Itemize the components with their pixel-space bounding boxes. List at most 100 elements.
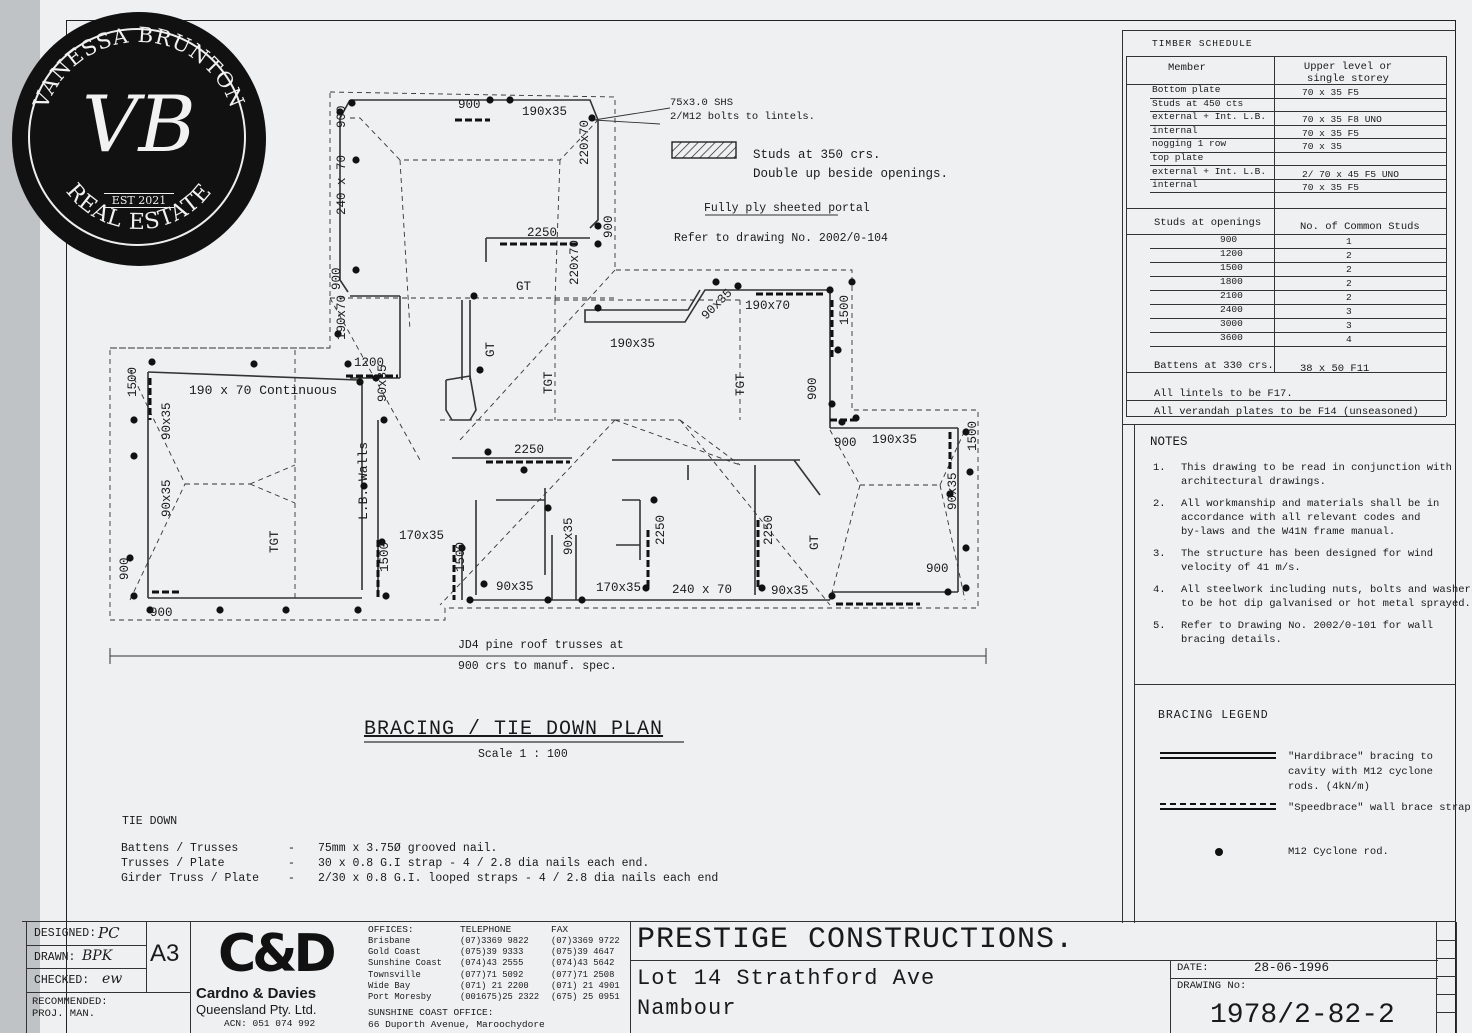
dimension-label: 90x35 [771,584,809,598]
dimension-label: 900 [150,606,173,620]
title-grid-line [26,992,190,993]
note-number: 2. [1153,498,1166,510]
dimension-label: 900 [335,105,349,128]
portal-ref-callout: Refer to drawing No. 2002/0-104 [674,232,888,245]
grid-line [1150,304,1446,305]
shs-callout: 75x3.0 SHS [670,97,734,109]
note-line: velocity of 41 m/s. [1181,562,1301,574]
dimension-label: 90x35 [160,402,174,440]
dimension-label: 2250 [654,515,668,545]
logo-est: EST 2021 [12,193,266,208]
schedule-member: external + Int. L.B. [1152,165,1267,177]
sheet-size: A3 [150,940,180,967]
opening-size: 1200 [1220,248,1243,259]
grid-line [1150,178,1446,180]
office-fax: (074)43 5642 [551,958,615,969]
dimension-label: 1500 [126,367,140,397]
grid-line [1150,97,1446,99]
grid-line [1150,290,1446,291]
roof-outline-dashed [109,91,979,621]
schedule-spec: 70 x 35 F8 UNO [1302,114,1382,126]
battens-label: Battens at 330 crs. [1154,360,1274,372]
title-grid-line [1436,922,1437,1033]
office-city: Sunshine Coast [368,958,442,969]
plan-title: BRACING / TIE DOWN PLAN [364,718,664,741]
grid-line [1150,332,1446,333]
dimension-label: TGT [734,373,748,396]
grid-line [1150,192,1446,193]
office-city: Gold Coast [368,947,421,958]
dimension-label: 190x35 [522,105,567,119]
opening-studs: 4 [1346,334,1352,345]
grid-line [1126,400,1446,401]
note-line: Refer to Drawing No. 2002/0-101 for wall [1181,620,1434,632]
office-tel: (07)3369 9822 [460,936,529,946]
member-col-head: Member [1168,62,1206,74]
grid-line [1126,234,1446,235]
title-grid-line [1170,978,1438,979]
dimension-label: 900 [834,436,857,450]
client-name: PRESTIGE CONSTRUCTIONS. [637,923,1075,957]
date-value: 28-06-1996 [1254,961,1330,975]
dimension-label: 1500 [966,421,980,451]
dimension-label: GT [516,280,532,294]
dimension-label: 220x70 [568,240,582,285]
office-fax: (077)71 2508 [551,969,615,980]
company-sub: Queensland Pty. Ltd. [196,1002,317,1017]
office-fax: (07)3369 9722 [551,936,620,946]
sunshine-office-address: 66 Duporth Avenue, Maroochydore [368,1019,545,1030]
drawn-value: BPK [82,948,113,964]
title-grid-line [26,968,146,969]
dimension-label: 90x35 [496,580,534,594]
logo-arc-text: VANESSA BRUNTON REAL ESTATE [28,23,248,235]
sheet-border [66,20,1456,1033]
schedule-spec: 70 x 35 F5 [1302,87,1360,98]
note-line: to be hot dip galvanised or hot metal sp… [1181,598,1471,610]
schedule-spec: 2/ 70 x 45 F5 UNO [1302,168,1399,180]
grid-line [1446,56,1447,416]
dimension-label: TGT [542,371,556,394]
dimension-label: GT [808,534,822,550]
opening-studs: 1 [1346,236,1352,247]
dimension-label: 900 [806,377,820,400]
hardibrace-symbol [1160,752,1276,759]
speedbrace-symbol [1160,803,1276,810]
offices-head: OFFICES: [368,924,414,935]
dimension-label: 190x35 [872,433,917,447]
grid-line [1150,248,1446,249]
sunshine-office-head: SUNSHINE COAST OFFICE: [368,1007,494,1018]
tie-down-spec: 30 x 0.8 G.I strap - 4 / 2.8 dia nails e… [318,857,650,870]
dimension-label: 170x35 [399,529,444,543]
studs-350-callout: Studs at 350 crs. [753,148,881,162]
office-city: Brisbane [368,936,411,946]
dimension-label: 1500 [838,295,852,325]
trusses-callout-1: JD4 pine roof trusses at [458,639,624,652]
company-acn: ACN: 051 074 992 [224,1018,316,1029]
note-line: This drawing to be read in conjunction w… [1181,462,1452,474]
checked-label: CHECKED: [34,974,90,987]
opening-size: 3600 [1220,332,1243,343]
title-grid-line [1436,958,1456,959]
plan-scale: Scale 1 : 100 [478,748,568,761]
dimension-label: 2250 [762,515,776,545]
dimension-label: 900 [330,267,344,290]
opening-studs: 2 [1346,292,1352,303]
cardno-davies-logo: C&D [218,924,337,984]
verandah-note: All verandah plates to be F14 (unseasone… [1154,406,1419,418]
grid-line [1126,56,1127,416]
dimension-label: 900 [458,98,481,112]
shs-bolts-callout: 2/M12 bolts to lintels. [670,111,815,123]
grid-line [1150,318,1446,319]
battens-spec: 38 x 50 F11 [1300,363,1370,375]
spec-col-head: Upper level or single storey [1303,61,1393,85]
tie-down-dash: - [288,872,295,885]
title-grid-line [630,960,1438,961]
studs-openings-head: Studs at openings [1154,217,1262,229]
lintels-note: All lintels to be F17. [1154,388,1293,400]
dimension-label: 240 x 70 [335,155,349,215]
title-grid-line [1436,1012,1456,1013]
checked-value: ew [102,971,123,987]
dimension-label: TGT [268,530,282,553]
grid-line [1150,165,1446,166]
note-line: All workmanship and materials shall be i… [1181,498,1440,510]
